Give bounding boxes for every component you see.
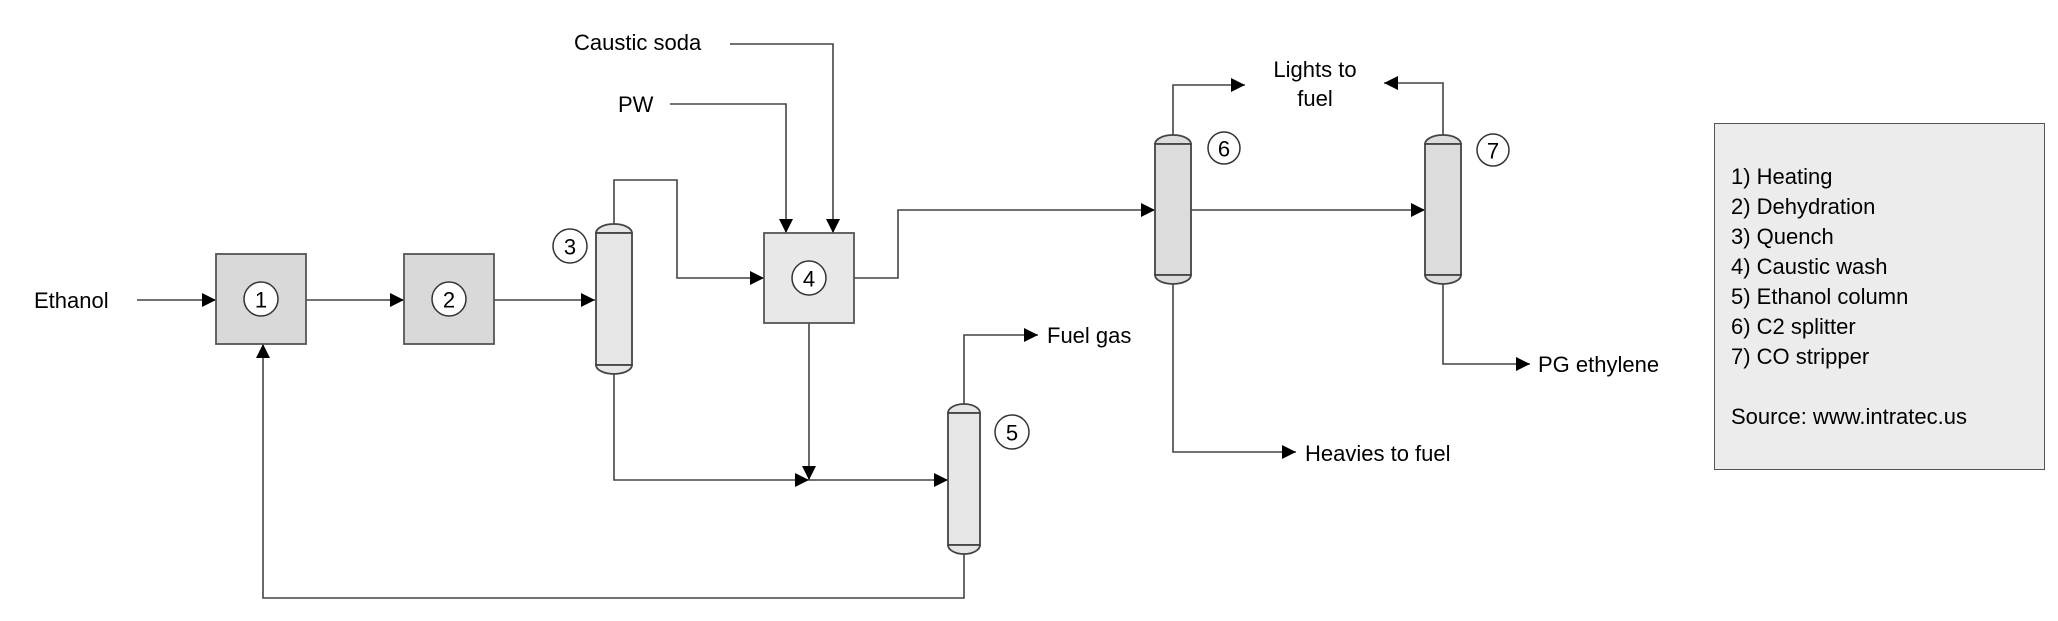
unit-4-number: 4 — [803, 267, 815, 292]
legend-item: 5) Ethanol column — [1731, 284, 1909, 309]
unit-5-ethanol-column[interactable]: 5 — [947, 403, 1030, 555]
legend-item: 4) Caustic wash — [1731, 254, 1888, 279]
label-fuel-gas: Fuel gas — [1047, 323, 1131, 348]
unit-4-caustic-wash[interactable]: 4 — [763, 232, 855, 324]
label-pg-ethylene: PG ethylene — [1538, 352, 1659, 377]
label-caustic-soda: Caustic soda — [574, 30, 702, 55]
unit-6-c2-splitter[interactable]: 6 — [1154, 131, 1241, 285]
legend-item: 1) Heating — [1731, 164, 1833, 189]
legend-box: 1) Heating 2) Dehydration 3) Quench 4) C… — [1714, 123, 2045, 470]
unit-2-number: 2 — [443, 288, 455, 313]
stream-pw — [670, 103, 793, 233]
legend-item: 7) CO stripper — [1731, 344, 1870, 369]
stream-pg-ethylene — [1442, 284, 1530, 371]
label-lights-to-fuel-line2: fuel — [1297, 86, 1332, 111]
label-ethanol: Ethanol — [34, 288, 109, 313]
stream-6-lights — [1172, 78, 1245, 135]
stream-3-bottom-to-junction — [613, 373, 809, 487]
legend-item: 6) C2 splitter — [1731, 314, 1856, 339]
unit-3-number: 3 — [564, 235, 576, 260]
unit-2-dehydration[interactable]: 2 — [403, 253, 495, 345]
legend-item: 3) Quench — [1731, 224, 1834, 249]
label-pw: PW — [618, 92, 654, 117]
legend-source: Source: www.intratec.us — [1731, 404, 1967, 429]
stream-4-to-6 — [854, 203, 1155, 279]
stream-heavies — [1172, 284, 1296, 459]
unit-3-quench[interactable]: 3 — [552, 223, 633, 375]
stream-7-lights — [1384, 76, 1444, 135]
unit-5-number: 5 — [1006, 421, 1018, 446]
unit-1-number: 1 — [255, 288, 267, 313]
unit-7-number: 7 — [1487, 139, 1499, 164]
unit-6-number: 6 — [1218, 137, 1230, 162]
label-lights-to-fuel-line1: Lights to — [1273, 57, 1356, 82]
label-heavies-to-fuel: Heavies to fuel — [1305, 441, 1451, 466]
stream-fuel-gas — [963, 328, 1038, 405]
unit-1-heating[interactable]: 1 — [215, 253, 307, 345]
stream-caustic-soda — [730, 43, 840, 233]
legend-item: 2) Dehydration — [1731, 194, 1876, 219]
stream-3-to-4 — [613, 179, 764, 285]
unit-7-co-stripper[interactable]: 7 — [1424, 133, 1510, 285]
stream-recycle-to-1 — [256, 344, 965, 599]
